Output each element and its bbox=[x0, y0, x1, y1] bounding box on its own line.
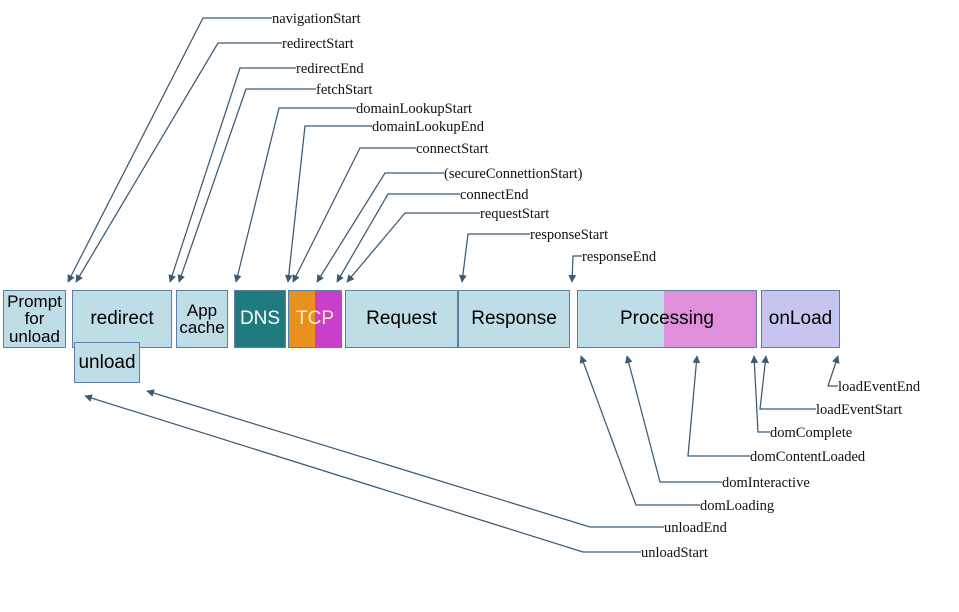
timing-label-responseEnd: responseEnd bbox=[582, 249, 657, 265]
leader-line-unloadStart bbox=[84, 394, 641, 553]
timing-label-domainLookupEnd: domainLookupEnd bbox=[372, 119, 484, 135]
tcp-secure-segment bbox=[315, 291, 341, 347]
phase-label: Response bbox=[471, 308, 557, 329]
leader-line-fetchStart bbox=[177, 88, 316, 283]
timing-label-navigationStart: navigationStart bbox=[272, 11, 361, 27]
timing-label-redirectEnd: redirectEnd bbox=[296, 61, 364, 77]
leader-line-connectStart bbox=[292, 147, 416, 283]
phase-box-response: Response bbox=[458, 290, 570, 348]
timing-label-domLoading: domLoading bbox=[700, 498, 775, 514]
phase-box-redirect: redirect bbox=[72, 290, 172, 348]
timing-label-domComplete: domComplete bbox=[770, 425, 853, 441]
timing-label-domainLookupStart: domainLookupStart bbox=[356, 101, 472, 117]
leader-line-responseEnd bbox=[568, 255, 582, 283]
phase-box-onload: onLoad bbox=[761, 290, 840, 348]
timing-label-unloadStart: unloadStart bbox=[641, 545, 708, 561]
leader-line-domInteractive bbox=[625, 355, 722, 483]
phase-label: Processing bbox=[620, 308, 714, 329]
leader-line-loadEventEnd bbox=[827, 355, 840, 387]
timing-label-secureConnectionStart: (secureConnettionStart) bbox=[444, 166, 583, 182]
leader-line-requestStart bbox=[346, 212, 480, 283]
timing-label-unloadEnd: unloadEnd bbox=[664, 520, 727, 536]
leader-line-navigationStart bbox=[67, 17, 272, 283]
phase-box-processing: Processing bbox=[577, 290, 757, 348]
leader-line-unloadEnd bbox=[146, 389, 664, 528]
timing-label-loadEventStart: loadEventStart bbox=[816, 402, 903, 418]
timing-label-connectEnd: connectEnd bbox=[460, 187, 529, 203]
timing-label-domInteractive: domInteractive bbox=[722, 475, 810, 491]
phase-label: DNS bbox=[239, 308, 281, 329]
leader-line-domainLookupStart bbox=[233, 107, 356, 283]
phase-label: onLoad bbox=[768, 308, 833, 329]
timing-label-fetchStart: fetchStart bbox=[316, 82, 373, 98]
phase-label: TCP bbox=[296, 308, 334, 329]
timing-label-domContentLoaded: domContentLoaded bbox=[750, 449, 866, 465]
timing-label-connectStart: connectStart bbox=[416, 141, 489, 157]
leader-line-redirectStart bbox=[75, 42, 282, 283]
leader-line-domComplete bbox=[750, 355, 770, 433]
timing-label-redirectStart: redirectStart bbox=[282, 36, 354, 52]
phase-label: Request bbox=[366, 308, 437, 329]
leader-line-domainLookupEnd bbox=[284, 125, 372, 283]
phase-label: redirect bbox=[90, 308, 154, 329]
processing-dom-segment bbox=[664, 291, 756, 347]
leader-line-connectEnd bbox=[336, 193, 460, 283]
phase-box-tcp: TCP bbox=[288, 290, 342, 348]
leader-line-secureConnectionStart bbox=[316, 172, 444, 283]
leader-line-domLoading bbox=[579, 355, 700, 506]
timing-label-loadEventEnd: loadEventEnd bbox=[838, 379, 921, 395]
timing-label-requestStart: requestStart bbox=[480, 206, 550, 222]
timing-label-responseStart: responseStart bbox=[530, 227, 609, 243]
leader-line-responseStart bbox=[459, 233, 530, 283]
phase-box-request: Request bbox=[345, 290, 458, 348]
phase-box-unload: unload bbox=[74, 342, 140, 383]
leader-line-domContentLoaded bbox=[687, 355, 750, 457]
phase-box-dns: DNS bbox=[234, 290, 286, 348]
phase-label: unload bbox=[78, 351, 136, 373]
leader-line-redirectEnd bbox=[168, 67, 296, 283]
leader-line-loadEventStart bbox=[759, 355, 816, 410]
